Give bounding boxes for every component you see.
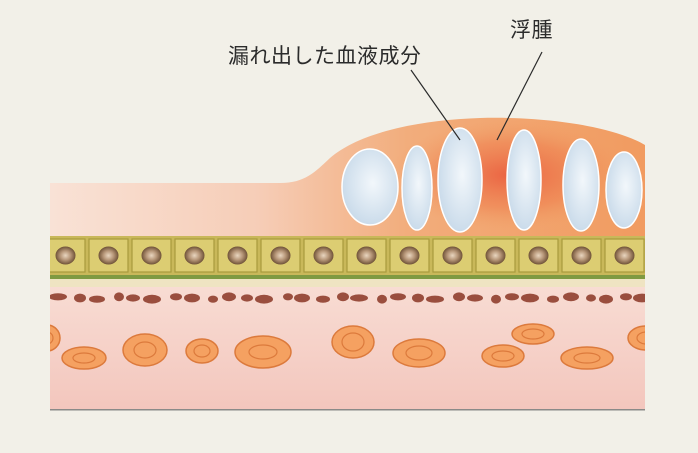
capillary-dot [126, 294, 140, 302]
epithelial-cell [131, 238, 172, 273]
fat-cell [185, 338, 219, 364]
capillary-dot [412, 293, 424, 303]
capillary-dot [547, 295, 559, 303]
capillary-dot [50, 293, 67, 301]
cell-nucleus [614, 246, 635, 265]
cell-nucleus [184, 246, 205, 265]
capillary-dot [586, 294, 596, 302]
capillary-dot-row [50, 292, 645, 304]
fat-cell [234, 335, 292, 369]
capillary-dot [316, 295, 330, 303]
capillary-dot [505, 293, 519, 301]
fluid-pocket [605, 151, 643, 229]
capillary-dot [241, 294, 253, 302]
cell-nucleus [55, 246, 76, 265]
fat-cell [627, 325, 645, 351]
cell-nucleus [399, 246, 420, 265]
vessel-wall-upper [50, 275, 645, 279]
cell-nucleus [658, 247, 678, 265]
capillary-dot [491, 294, 501, 304]
capillary-dot [184, 293, 200, 303]
epithelial-cell [50, 238, 86, 273]
epithelial-cell [561, 238, 602, 273]
capillary-dot [89, 295, 105, 303]
capillary-dot [633, 293, 645, 303]
cell-nucleus [98, 246, 119, 265]
epithelial-cell [604, 238, 645, 273]
fat-cells [50, 323, 645, 370]
fluid-pocket [401, 145, 433, 231]
cell-nucleus [442, 246, 463, 265]
capillary-dot [114, 292, 124, 302]
epithelial-cell [648, 239, 687, 272]
cell-nucleus [528, 246, 549, 265]
epithelial-cell [475, 238, 516, 273]
cell-nucleus [313, 246, 334, 265]
fluid-pocket [506, 129, 542, 231]
fat-cell [481, 344, 525, 368]
fat-cell [511, 323, 555, 345]
capillary-dot [350, 294, 368, 302]
capillary-dot [467, 294, 483, 302]
capillary-dot [426, 295, 444, 303]
capillary-dot [453, 292, 465, 302]
capillary-dot [620, 293, 632, 301]
epithelial-cell [88, 238, 129, 273]
bottom-edge-line [50, 409, 645, 411]
cell-nucleus [485, 246, 506, 265]
epithelial-cell [518, 238, 559, 273]
capillary-dot [255, 294, 273, 304]
capillary-dot [390, 293, 406, 301]
capillary-dot [208, 295, 218, 303]
fat-cell [560, 346, 614, 370]
fat-cell [331, 325, 375, 359]
fluid-pockets [341, 127, 643, 233]
capillary-dot [170, 293, 182, 301]
cell-nucleus [141, 246, 162, 265]
fluid-pocket [341, 148, 399, 226]
capillary-dot [599, 294, 613, 304]
fat-cell [50, 324, 61, 352]
cell-nucleus [356, 246, 377, 265]
edema-label: 浮腫 [510, 18, 553, 42]
cell-nucleus [571, 246, 592, 265]
epithelial-cell [174, 238, 215, 273]
cell-nucleus [270, 246, 291, 265]
capillary-dot [563, 292, 579, 302]
capillary-dot [521, 293, 539, 303]
fluid-pocket [437, 127, 483, 233]
epithelial-cell [260, 238, 301, 273]
leak-leader-line [410, 69, 461, 141]
capillary-dot [294, 293, 310, 303]
edema-leader-line [496, 51, 543, 141]
epithelial-cell [217, 238, 258, 273]
capillary-dot [74, 293, 86, 303]
epithelial-cell [303, 238, 344, 273]
fluid-pocket [562, 138, 600, 232]
epithelial-cell [432, 238, 473, 273]
cell-nucleus [227, 246, 248, 265]
leaked-plasma-label: 漏れ出した血液成分 [228, 44, 422, 68]
fat-cell [122, 333, 168, 367]
capillary-dot [337, 292, 349, 302]
capillary-dot [222, 292, 236, 302]
capillary-dot [283, 293, 293, 301]
epithelial-cell [346, 238, 387, 273]
capillary-dot [377, 294, 387, 304]
fat-cell [61, 346, 107, 370]
capillary-dot [143, 294, 161, 304]
vessel-wall-gap [50, 279, 645, 287]
epithelial-cell-row [50, 238, 687, 273]
fat-cell [392, 338, 446, 368]
epithelial-cell [389, 238, 430, 273]
